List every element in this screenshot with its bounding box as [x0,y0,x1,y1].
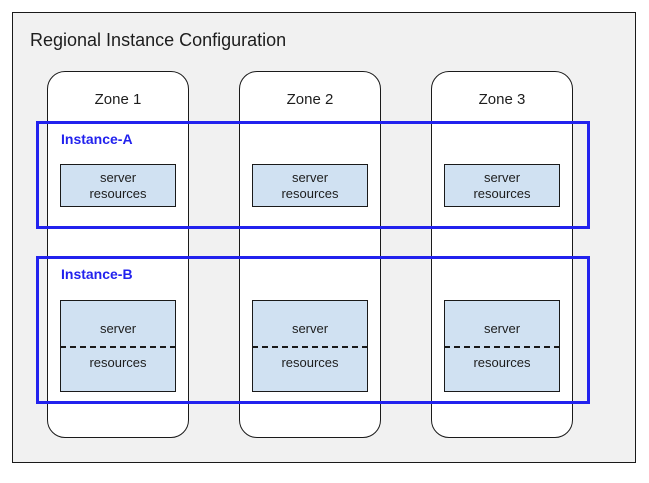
instance-band-a[interactable]: Instance-A [36,121,590,229]
split-divider-line [444,346,560,348]
server-line: server [291,169,329,185]
server-line: server [483,169,521,185]
server-resources-label-a1: server resources [61,170,175,202]
server-resources-label-b3: server resources [445,301,559,391]
server-line: server [483,321,521,336]
server-resources-box-b1[interactable]: server resources [60,300,176,392]
split-divider-line [60,346,176,348]
zone-label-3: Zone 3 [478,91,526,108]
server-resources-box-a1[interactable]: server resources [60,164,176,207]
region-panel: Regional Instance Configuration Zone 1 Z… [12,12,636,463]
server-resources-label-b2: server resources [253,301,367,391]
server-resources-box-b3[interactable]: server resources [444,300,560,392]
server-resources-box-a3[interactable]: server resources [444,164,560,207]
instance-band-b[interactable]: Instance-B [36,256,590,404]
zone-label-1: Zone 1 [94,91,142,108]
server-line: server [99,169,137,185]
server-resources-label-a3: server resources [445,170,559,202]
split-divider-line [252,346,368,348]
server-resources-box-a2[interactable]: server resources [252,164,368,207]
instance-label-b: Instance-B [61,266,133,282]
server-resources-label-b1: server resources [61,301,175,391]
server-resources-box-b2[interactable]: server resources [252,300,368,392]
resources-line: resources [89,185,147,201]
server-line: server [99,321,137,336]
resources-line: resources [281,355,339,370]
server-line: server [291,321,329,336]
page-title: Regional Instance Configuration [30,30,287,50]
resources-line: resources [281,185,339,201]
zone-label-2: Zone 2 [286,91,334,108]
resources-line: resources [89,355,147,370]
resources-line: resources [473,355,531,370]
resources-line: resources [473,185,531,201]
server-resources-label-a2: server resources [253,170,367,202]
instance-label-a: Instance-A [61,131,133,147]
